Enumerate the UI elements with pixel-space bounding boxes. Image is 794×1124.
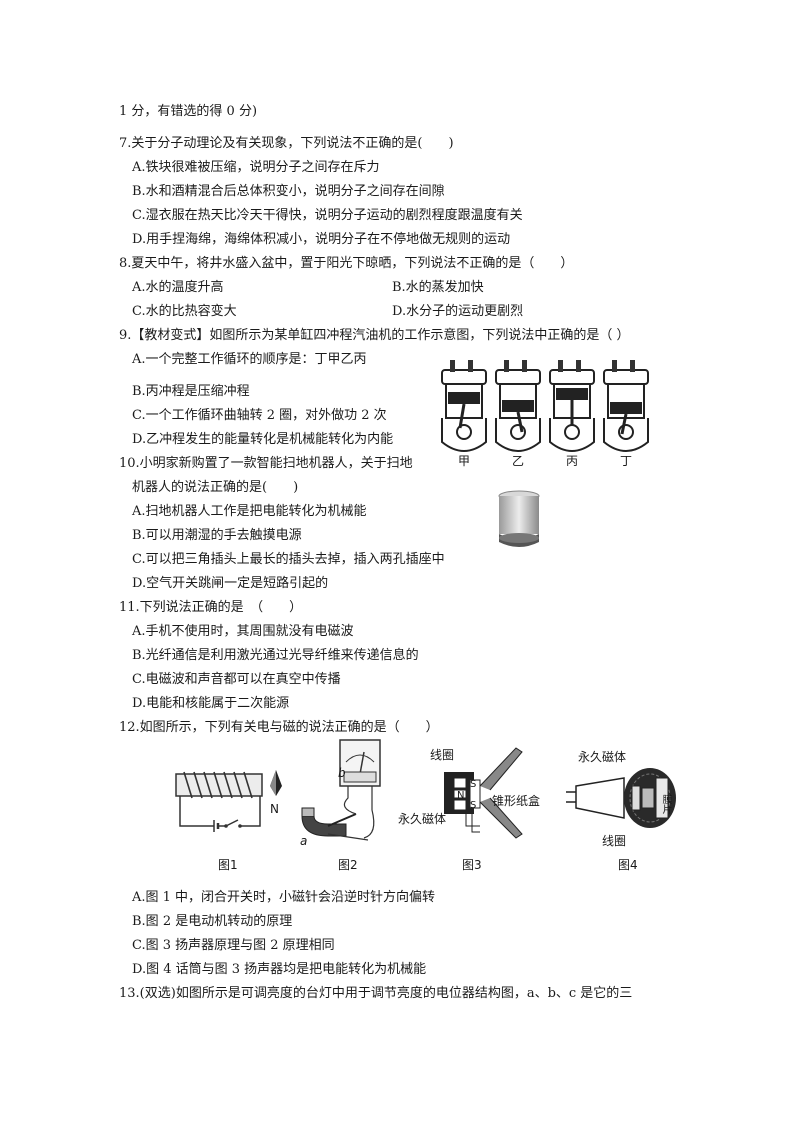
q9-option-a: A.一个完整工作循环的顺序是：丁甲乙丙 [132, 352, 367, 367]
figure-3-s2-label: S [470, 800, 477, 811]
q9-option-d: D.乙冲程发生的能量转化是机械能转化为内能 [132, 432, 394, 447]
q13-stem: 13.(双选)如图所示是可调亮度的台灯中用于调节亮度的电位器结构图，a、b、c … [119, 986, 633, 1001]
q9-option-c: C.一个工作循环曲轴转 2 圈，对外做功 2 次 [132, 408, 387, 423]
figure-2-a-label: a [300, 834, 308, 848]
q7-option-c: C.湿衣服在热天比冷天干得快，说明分子运动的剧烈程度跟温度有关 [132, 208, 523, 223]
q8-option-a: A.水的温度升高 [132, 280, 224, 295]
figure-3-s1-label: S [470, 779, 477, 790]
robot-image [498, 490, 540, 547]
q7-option-d: D.用手捏海绵，海绵体积减小，说明分子在不停地做无规则的运动 [132, 232, 511, 247]
figure-3-cone-label: 锥形纸盒 [492, 794, 541, 808]
q7-option-a: A.铁块很难被压缩，说明分子之间存在斥力 [132, 160, 380, 175]
q9-option-b: B.丙冲程是压缩冲程 [132, 384, 250, 399]
figure-4-caption: 图4 [618, 858, 638, 872]
figure-2-caption: 图2 [338, 858, 358, 872]
engine-cylinder-bing [549, 360, 595, 452]
q11-option-a: A.手机不使用时，其周围就没有电磁波 [132, 624, 354, 639]
q8-stem: 8.夏天中午，将井水盛入盆中，置于阳光下晾晒，下列说法不正确的是（ ） [119, 256, 574, 271]
q12-option-a: A.图 1 中，闭合开关时，小磁针会沿逆时针方向偏转 [132, 890, 436, 905]
figure-4-coil-label: 线圈 [602, 834, 627, 848]
q10-option-a: A.扫地机器人工作是把电能转化为机械能 [132, 504, 367, 519]
q12-option-c: C.图 3 扬声器原理与图 2 原理相同 [132, 938, 335, 953]
q11-option-d: D.电能和核能属于二次能源 [132, 696, 290, 711]
q7-stem: 7.关于分子动理论及有关现象，下列说法不正确的是( ) [119, 136, 454, 151]
q7-option-b: B.水和酒精混合后总体积变小，说明分子之间存在间隙 [132, 184, 445, 199]
engine-strokes-figure [441, 360, 649, 452]
q11-option-b: B.光纤通信是利用激光通过光导纤维来传递信息的 [132, 648, 419, 663]
q11-stem: 11.下列说法正确的是 （ ） [119, 600, 303, 615]
figure-2-b-label: b [338, 766, 346, 780]
q9-stem: 9.【教材变式】如图所示为某单缸四冲程汽油机的工作示意图，下列说法中正确的是（ … [119, 328, 630, 343]
figure-3-coil-label: 线圈 [430, 748, 455, 762]
q10-option-b: B.可以用潮湿的手去触摸电源 [132, 528, 302, 543]
figure-4-microphone [566, 768, 676, 828]
engine-label-ding: 丁 [620, 454, 633, 468]
engine-label-bing: 丙 [566, 454, 579, 468]
q12-stem: 12.如图所示，下列有关电与磁的说法正确的是（ ） [119, 720, 439, 735]
figure-1-caption: 图1 [218, 858, 238, 872]
q8-option-d: D.水分子的运动更剧烈 [392, 304, 524, 319]
engine-cylinder-yi [495, 360, 541, 452]
figure-2-induction [301, 739, 381, 841]
engine-label-yi: 乙 [512, 454, 525, 468]
figure-1-n-label: N [270, 802, 279, 816]
figure-1-solenoid [175, 770, 282, 832]
q8-option-c: C.水的比热容变大 [132, 304, 237, 319]
figure-4-magnet-label: 永久磁体 [578, 750, 627, 764]
engine-label-jia: 甲 [458, 454, 471, 468]
figure-3-magnet-label: 永久磁体 [398, 812, 447, 826]
q11-option-c: C.电磁波和声音都可以在真空中传播 [132, 672, 341, 687]
intro-text: 1 分，有错选的得 0 分) [119, 104, 258, 119]
q10-stem-line2: 机器人的说法正确的是( ) [132, 480, 299, 495]
engine-cylinder-ding [603, 360, 649, 452]
q10-option-d: D.空气开关跳闸一定是短路引起的 [132, 576, 329, 591]
q12-option-d: D.图 4 话筒与图 3 扬声器均是把电能转化为机械能 [132, 962, 427, 977]
engine-cylinder-jia [441, 360, 487, 452]
figure-3-n-label: N [457, 790, 465, 801]
q8-option-b: B.水的蒸发加快 [392, 280, 484, 295]
q10-stem-line1: 10.小明家新购置了一款智能扫地机器人，关于扫地 [119, 456, 413, 471]
figure-4-film-label: 膜片 [660, 794, 671, 814]
figure-3-speaker [444, 747, 523, 839]
q12-option-b: B.图 2 是电动机转动的原理 [132, 914, 293, 929]
figure-3-caption: 图3 [462, 858, 482, 872]
q10-option-c: C.可以把三角插头上最长的插头去掉，插入两孔插座中 [132, 552, 445, 567]
